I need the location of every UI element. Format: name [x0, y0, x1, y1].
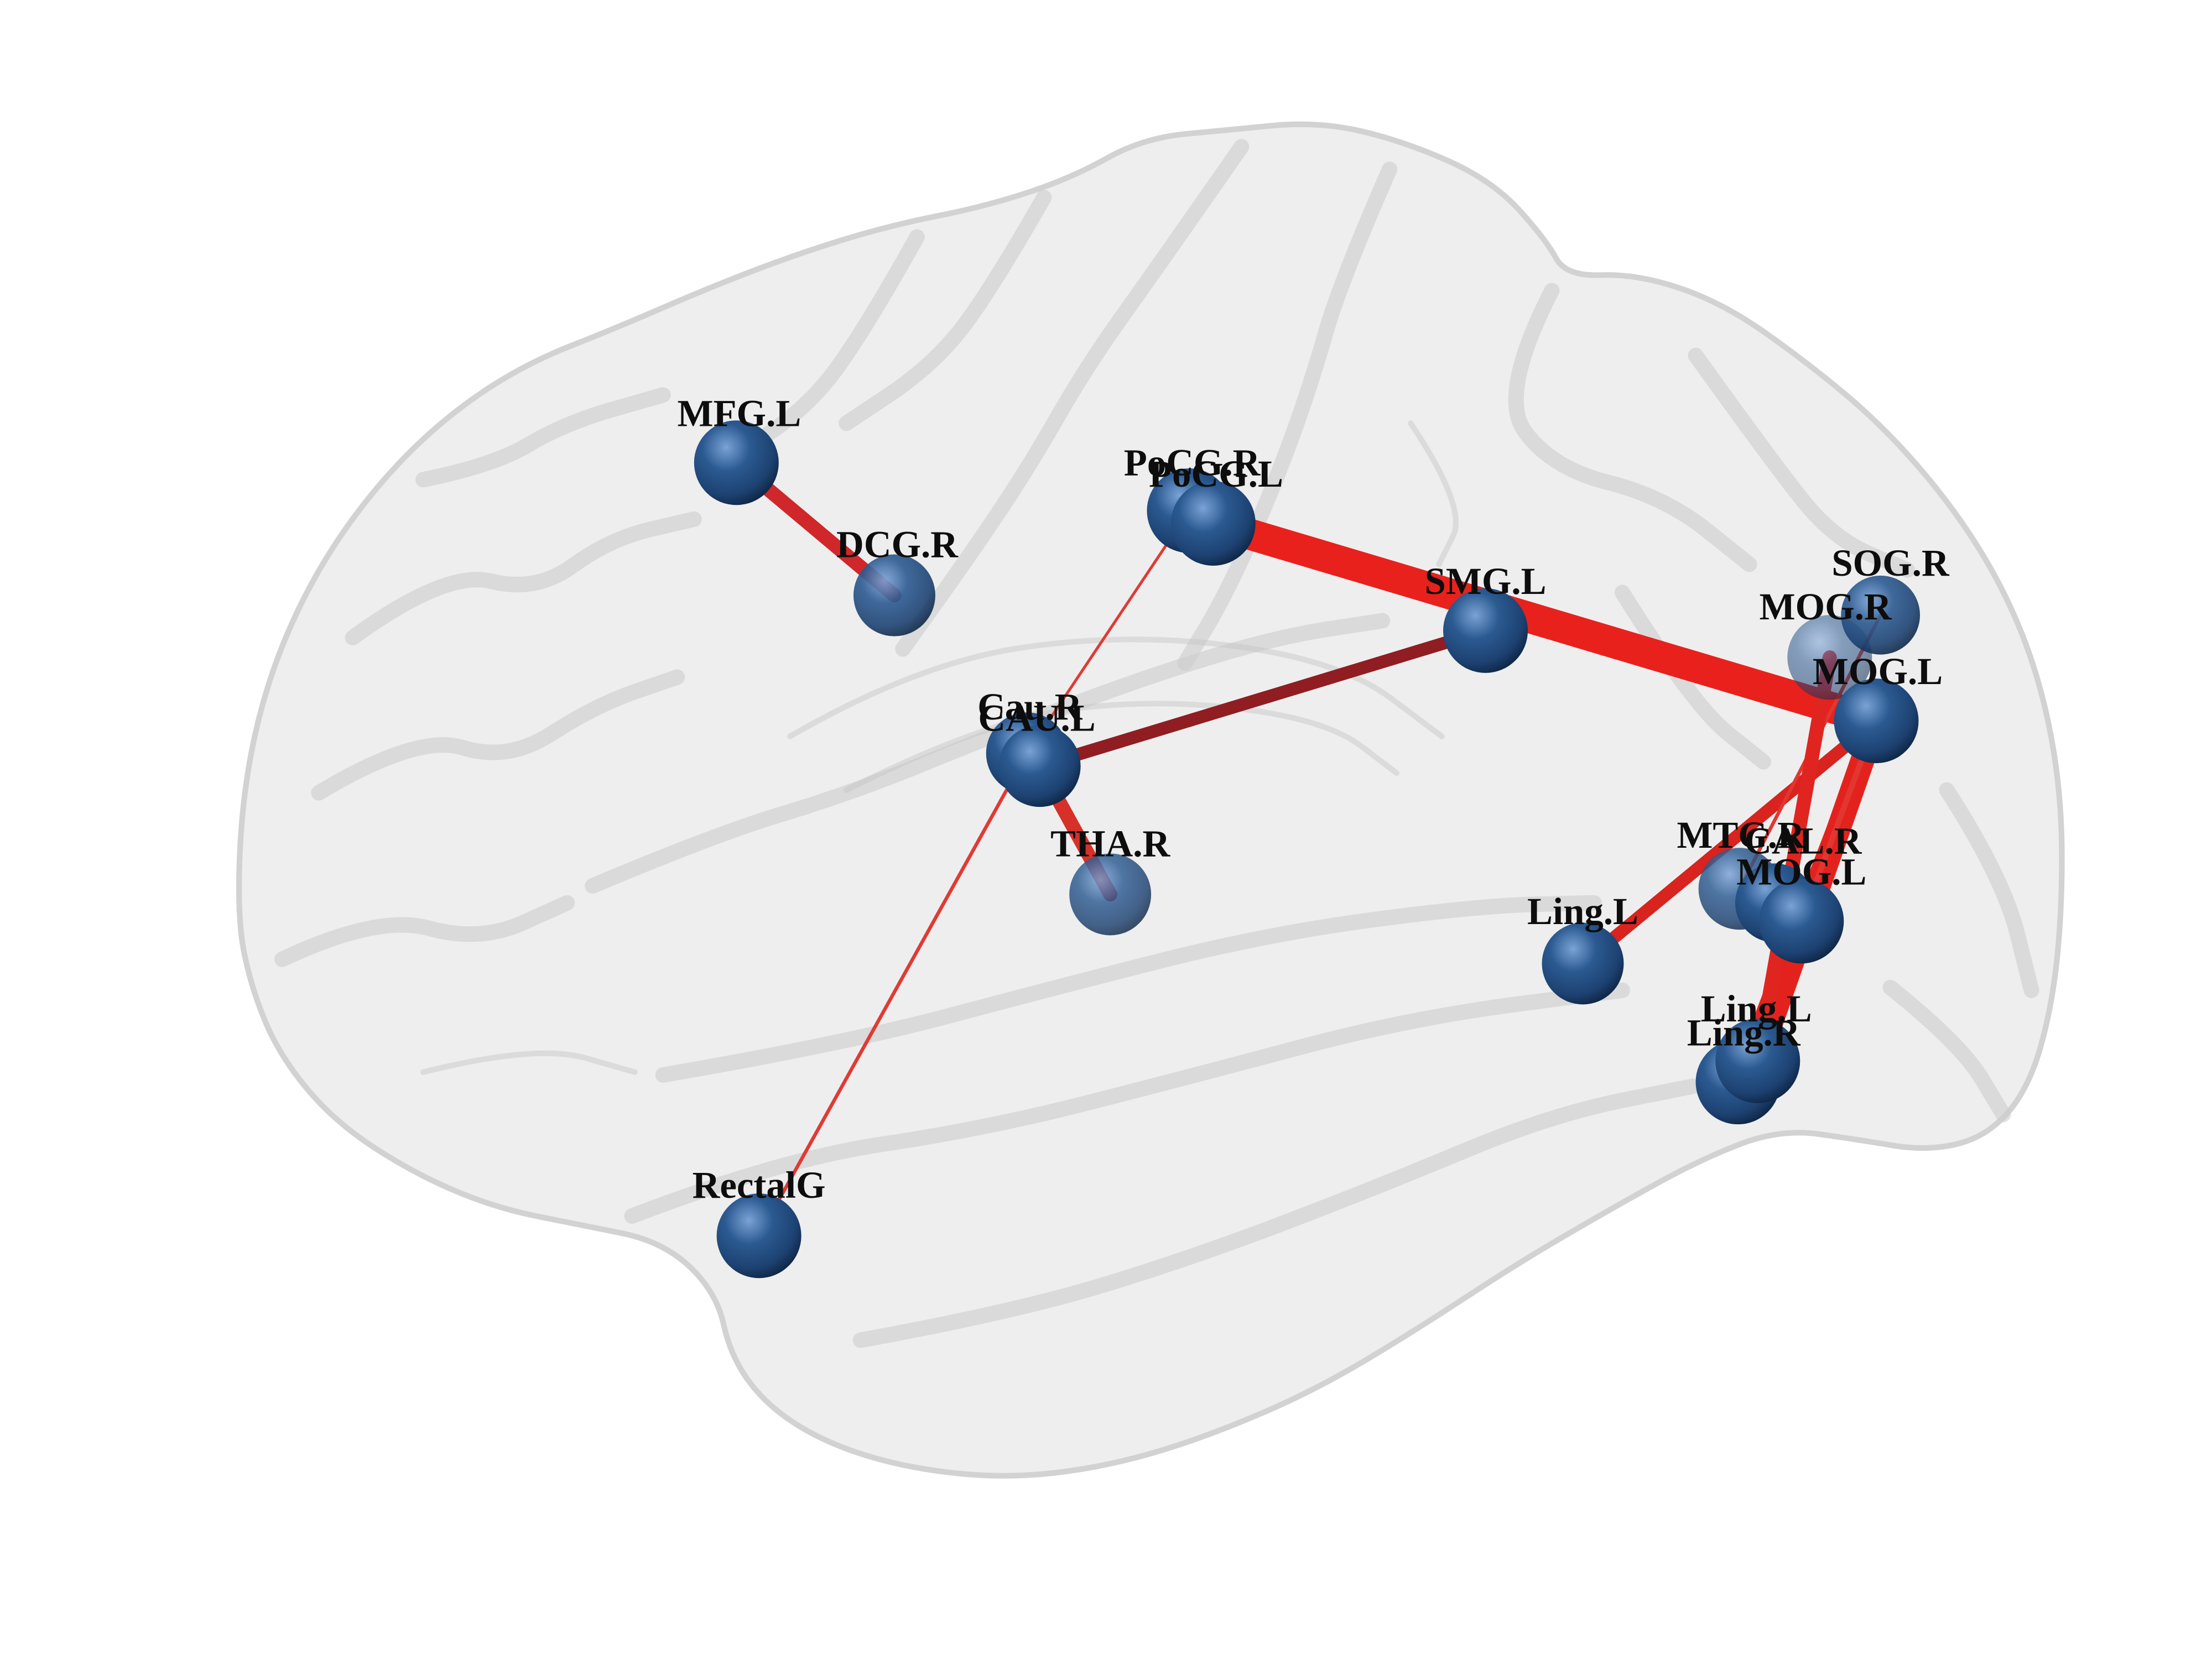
- node-ling-l-lower: [1715, 1018, 1800, 1103]
- node-label-rectalg: RectalG: [693, 1164, 826, 1206]
- sulcus-line: [274, 895, 575, 967]
- node-cau-l: [998, 725, 1081, 807]
- node-label-cal-r: CAL.R: [1744, 820, 1862, 862]
- node-label-ling-l-lower: Ling.L: [1701, 988, 1812, 1030]
- edge-pocg-r-to-cau-r: [1026, 509, 1191, 755]
- node-dcg-r: [853, 554, 935, 637]
- sulcus-line: [420, 1050, 638, 1075]
- sulcus-line: [1688, 347, 1916, 578]
- node-pocg-l: [1170, 481, 1256, 566]
- edge-mog-l-to-ling-l: [1576, 714, 1883, 970]
- sulcus-line: [787, 637, 1445, 739]
- sulcus-line: [1408, 420, 1459, 567]
- node-label-ling-l: Ling.L: [1527, 890, 1638, 932]
- sulcus-line: [704, 229, 925, 476]
- node-smg-l: [1443, 588, 1528, 673]
- sulcus-line: [415, 387, 671, 488]
- sulcus-line: [1939, 782, 2039, 998]
- node-label-cau-l: CAU.L: [978, 697, 1095, 739]
- node-mog-l-lower: [1759, 879, 1844, 964]
- label-layer: MFG.L DCG.R PoCG.R PoCG.L SMG.L Cau.R CA…: [678, 392, 1950, 1206]
- edge-cau-r-to-rectalg: [757, 752, 1029, 1238]
- node-mog-l: [1834, 679, 1919, 764]
- sulcus-line: [852, 1078, 1701, 1348]
- sulcus-line: [585, 613, 1391, 894]
- sulcus-line: [311, 669, 685, 801]
- node-label-pocg-r: PoCG.R: [1124, 442, 1261, 484]
- edge-smg-l-to-cau-l: [1033, 624, 1492, 773]
- edge-pocg-l-to-mog-l: [1198, 508, 1892, 737]
- node-sog-r: [1841, 575, 1920, 655]
- node-label-mfg-l: MFG.L: [678, 392, 801, 434]
- sulcus-line: [839, 190, 1052, 431]
- node-label-dcg-r: DCG.R: [836, 524, 959, 566]
- node-ling-l: [1542, 922, 1624, 1005]
- sulcus-line: [1882, 979, 2011, 1123]
- sulcus-line: [345, 511, 702, 646]
- sulcus-line: [844, 701, 1399, 793]
- brain-sulci: [274, 139, 2039, 1348]
- node-tha-r: [1069, 853, 1152, 936]
- node-label-cau-r: Cau.R: [977, 686, 1083, 728]
- node-label-smg-l: SMG.L: [1425, 560, 1547, 602]
- sulcus-line: [895, 139, 1250, 657]
- node-layer: [694, 420, 1920, 1279]
- node-label-ling-r: Ling.R: [1687, 1011, 1801, 1053]
- node-mfg-l: [694, 420, 779, 505]
- node-label-pocg-l: PoCG.L: [1149, 453, 1283, 495]
- sulcus-line: [1177, 161, 1398, 671]
- node-label-sog-r: SOG.R: [1831, 542, 1950, 584]
- node-label-mtg-r: MTG.R: [1677, 814, 1805, 856]
- node-label-mog-l-lower: MOG.L: [1736, 851, 1866, 893]
- sulcus-line: [1508, 283, 1757, 572]
- sulcus-line: [1614, 585, 1772, 770]
- node-label-mog-r: MOG.R: [1760, 586, 1892, 628]
- sulcus-line: [655, 895, 1602, 1083]
- edge-mog-r-to-ling-l: [1751, 650, 1837, 1068]
- sulcus-line: [624, 982, 1630, 1224]
- node-label-tha-r: THA.R: [1050, 822, 1170, 864]
- node-rectalg: [716, 1193, 801, 1279]
- node-label-mog-l: MOG.L: [1813, 650, 1943, 692]
